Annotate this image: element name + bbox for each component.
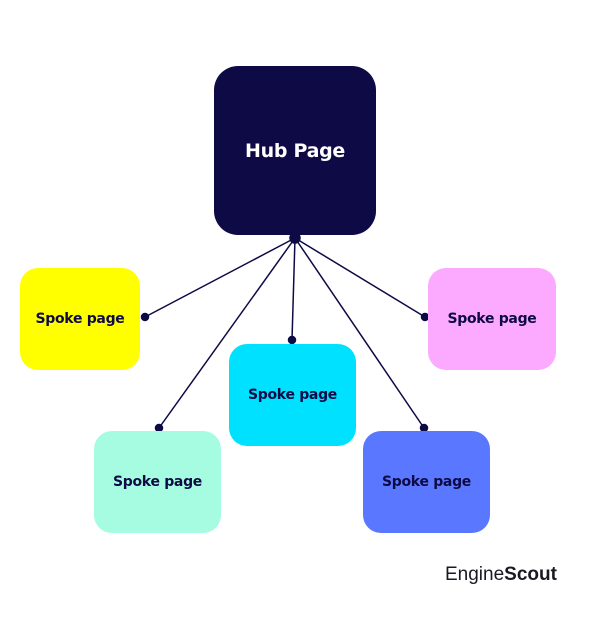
enginescout-logo: EngineScout (445, 564, 557, 586)
hub-label: Hub Page (245, 139, 345, 162)
connector-line (294, 237, 426, 318)
spoke-node-mint: Spoke page (94, 431, 221, 533)
logo-part2: Scout (504, 564, 557, 585)
logo-part1: Engine (445, 564, 505, 585)
connector-line (144, 237, 296, 318)
spoke-node-blue: Spoke page (363, 431, 490, 533)
connector-line (291, 237, 296, 341)
spoke-node-cyan: Spoke page (229, 344, 356, 446)
spoke-label: Spoke page (35, 311, 125, 327)
hub-page-node: Hub Page (214, 66, 376, 235)
spoke-node-pink: Spoke page (428, 268, 556, 370)
connector-dot (140, 312, 150, 322)
connector-line (294, 237, 425, 429)
spoke-label: Spoke page (247, 387, 337, 403)
spoke-label: Spoke page (447, 311, 537, 327)
spoke-node-yellow: Spoke page (20, 268, 140, 370)
spoke-label: Spoke page (381, 474, 471, 490)
connector-line (158, 237, 296, 429)
spoke-label: Spoke page (112, 474, 202, 490)
connector-dot (287, 335, 297, 345)
